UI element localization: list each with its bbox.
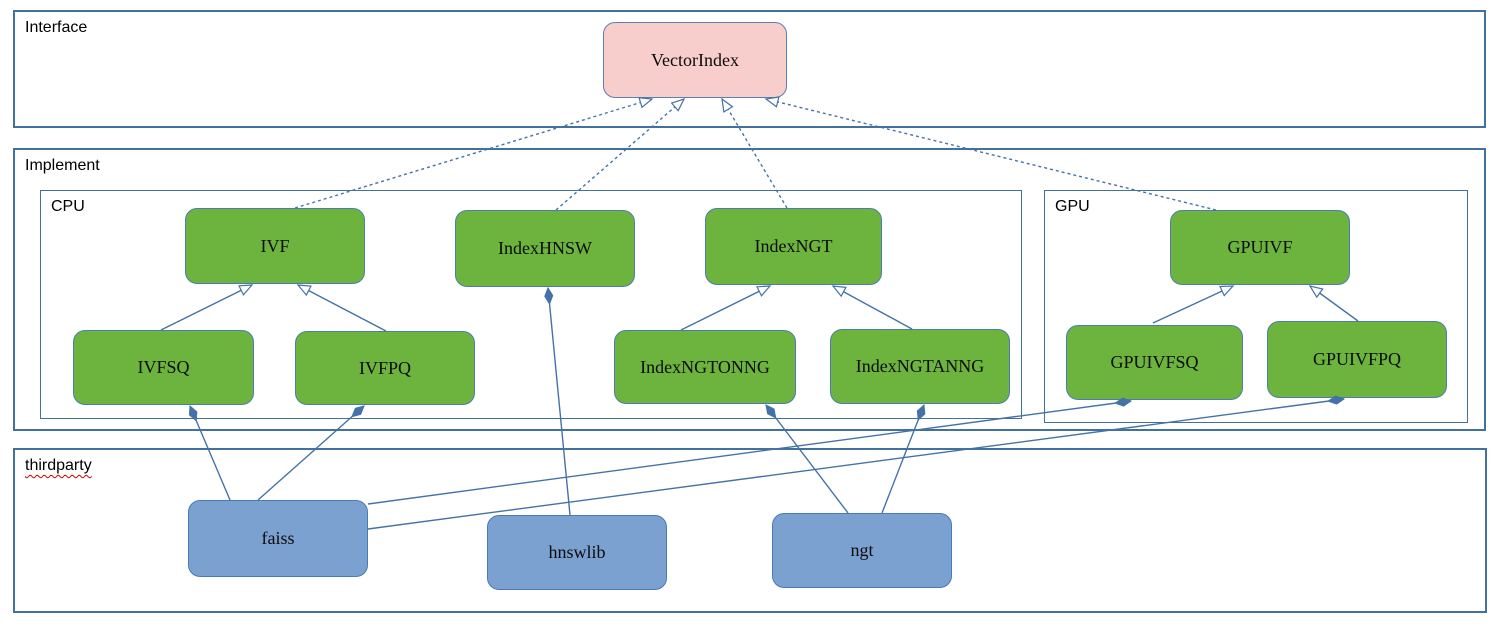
container-label-cpu: CPU <box>51 198 85 215</box>
node-label-ngt: ngt <box>850 540 874 560</box>
container-label-implement: Implement <box>25 157 100 174</box>
node-faiss: faiss <box>188 500 368 577</box>
node-ivfpq: IVFPQ <box>295 331 475 405</box>
node-label-vectorindex: VectorIndex <box>651 49 739 70</box>
node-label-indexhnsw: IndexHNSW <box>498 238 592 258</box>
node-ivfsq: IVFSQ <box>73 330 254 405</box>
node-label-indexngtonng: IndexNGTONNG <box>640 356 770 377</box>
node-vectorindex: VectorIndex <box>603 22 787 98</box>
node-hnswlib: hnswlib <box>487 515 667 590</box>
node-gpuivfsq: GPUIVFSQ <box>1066 325 1243 400</box>
node-label-gpuivfsq: GPUIVFSQ <box>1110 352 1199 372</box>
node-label-ivf: IVF <box>260 235 290 256</box>
container-label-gpu: GPU <box>1055 198 1090 215</box>
node-indexhnsw: IndexHNSW <box>455 210 635 287</box>
node-label-indexngt: IndexNGT <box>754 236 833 256</box>
node-label-gpuivf: GPUIVF <box>1227 237 1293 257</box>
node-label-gpuivfpq: GPUIVFPQ <box>1312 349 1402 369</box>
node-label-ivfpq: IVFPQ <box>358 357 411 378</box>
node-label-ivfsq: IVFSQ <box>137 357 190 377</box>
container-label-interface: Interface <box>25 19 88 36</box>
node-ivf: IVF <box>185 208 365 284</box>
node-gpuivf: GPUIVF <box>1170 210 1350 285</box>
node-indexngt: IndexNGT <box>705 208 882 285</box>
node-gpuivfpq: GPUIVFPQ <box>1267 321 1447 398</box>
node-label-faiss: faiss <box>261 528 295 548</box>
node-label-hnswlib: hnswlib <box>548 542 606 562</box>
node-label-indexngtanng: IndexNGTANNG <box>855 356 985 376</box>
node-indexngtonng: IndexNGTONNG <box>614 330 796 404</box>
node-indexngtanng: IndexNGTANNG <box>830 329 1010 404</box>
container-label-thirdparty: thirdparty <box>25 457 92 474</box>
node-ngt: ngt <box>772 513 952 588</box>
